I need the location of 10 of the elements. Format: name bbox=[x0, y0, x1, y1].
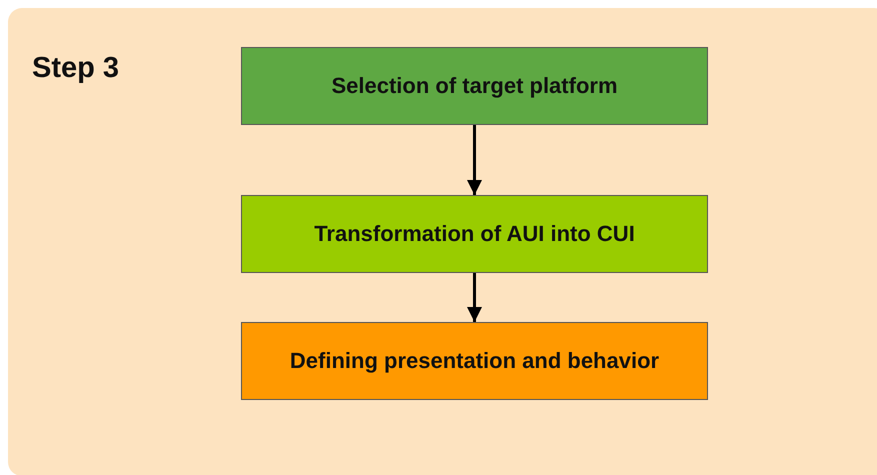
arrow bbox=[467, 125, 482, 195]
process-box bbox=[241, 47, 708, 125]
step-panel bbox=[8, 8, 877, 475]
step-heading: Step 3 bbox=[32, 52, 120, 85]
process-box bbox=[241, 322, 708, 400]
box-label: Transformation of AUI into CUI bbox=[314, 221, 635, 247]
box-label: Selection of target platform bbox=[331, 73, 618, 99]
process-box bbox=[241, 195, 708, 273]
box-label: Defining presentation and behavior bbox=[290, 348, 660, 374]
arrow bbox=[467, 273, 482, 322]
